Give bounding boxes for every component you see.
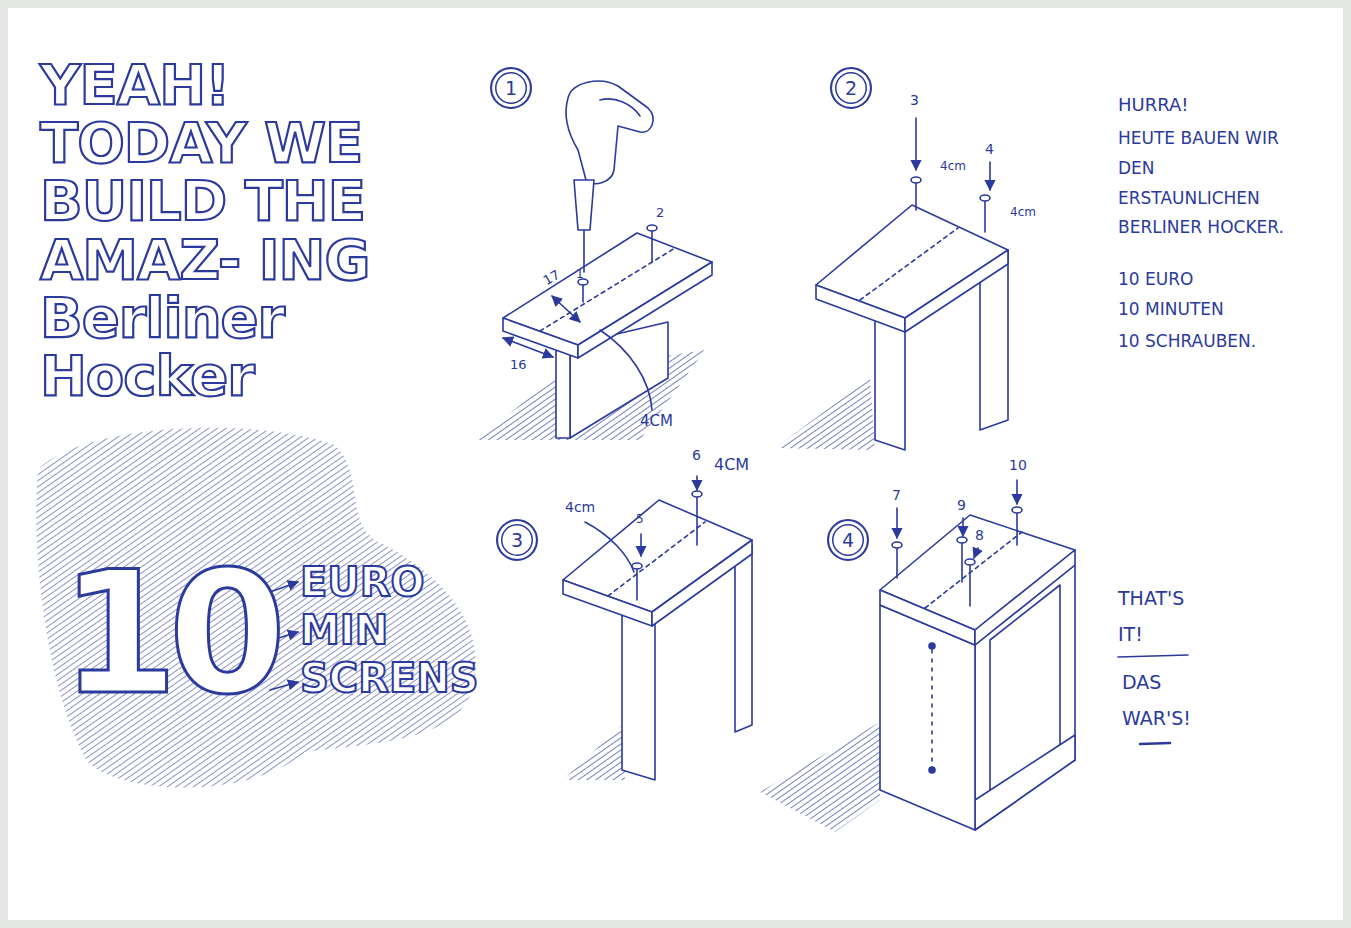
ground-shadow	[775, 378, 875, 450]
callout-number: 4	[985, 142, 994, 157]
leg-board-edge	[556, 345, 570, 438]
drill-bit	[583, 230, 585, 272]
step-number-circle: 1	[490, 67, 532, 109]
seat-edge	[503, 318, 578, 358]
note-heading: HURRA!	[1118, 92, 1338, 117]
pointer-arrow	[962, 518, 964, 536]
step-number-circle: 3	[496, 519, 538, 561]
step-number: 4	[842, 529, 854, 551]
center-line	[925, 532, 1022, 608]
seat-edge	[578, 262, 712, 358]
seat-edge	[880, 590, 975, 645]
callout-number: 9	[957, 498, 966, 513]
pointer-arrow	[696, 476, 698, 490]
screw-head	[911, 177, 921, 183]
pointer-arrow	[896, 508, 898, 538]
dimension: 4cm	[1010, 206, 1036, 219]
pointer-arrow	[1016, 480, 1018, 504]
screw	[915, 180, 917, 210]
screw	[896, 545, 898, 578]
closing-note: DAS WAR'S!	[1122, 664, 1204, 736]
callout-number: 7	[892, 488, 901, 503]
screw	[636, 566, 638, 600]
seat-edge	[652, 540, 752, 626]
callout-number: 10	[1009, 458, 1027, 473]
screw	[969, 562, 971, 606]
screw-head	[1012, 507, 1022, 513]
leader-line	[600, 330, 652, 410]
step-number: 1	[505, 77, 517, 99]
screw-head	[980, 195, 990, 201]
divider-line	[1118, 655, 1188, 657]
seat-edge	[816, 285, 905, 332]
dimension-line	[503, 338, 553, 357]
pointer-arrow	[640, 534, 642, 556]
leg-board	[735, 545, 752, 732]
screw-hole	[929, 643, 935, 649]
dimension: 16	[510, 358, 527, 372]
underline	[1140, 743, 1170, 744]
drill-detail	[600, 99, 640, 116]
callout-number: 6	[692, 448, 701, 463]
callout-number: 8	[975, 528, 984, 543]
note-text: 10 MINUTEN	[1118, 298, 1338, 322]
dimension: 4CM	[640, 413, 673, 430]
leader-line	[585, 522, 634, 572]
pointer-arrow	[974, 548, 978, 558]
ground-shadow	[563, 722, 625, 780]
screw-head	[647, 225, 657, 231]
callout-number: 3	[910, 93, 919, 108]
title-lettering: YEAH! TODAY WE BUILD THE AMAZ- ING Berli…	[40, 56, 402, 405]
step-number: 2	[845, 77, 857, 99]
seat-edge	[905, 250, 1008, 332]
screw-hole	[929, 767, 935, 773]
screw-head	[632, 563, 642, 569]
closing-note: THAT'S IT!	[1118, 580, 1200, 652]
drill-chuck	[574, 180, 594, 230]
hatched-shadow	[36, 428, 476, 788]
leg-board	[622, 602, 655, 780]
dimension-line	[552, 296, 580, 322]
drill-body	[566, 81, 653, 184]
screw-head	[892, 542, 902, 548]
ground-shadow	[760, 722, 880, 832]
center-line	[860, 228, 958, 300]
bottom-board	[975, 735, 1075, 830]
callout-number: 1	[576, 268, 584, 281]
screw-head	[957, 537, 967, 543]
pointer-arrow	[989, 162, 991, 190]
screw	[1016, 510, 1018, 545]
step-number-circle: 2	[830, 67, 872, 109]
screw	[651, 228, 653, 262]
note-text: HEUTE BAUEN WIR DEN ERSTAUNLICHEN BERLIN…	[1118, 124, 1293, 243]
unit-word: SCRENS	[300, 656, 479, 700]
center-line	[931, 650, 933, 770]
note-text: 10 SCHRAUBEN.	[1118, 330, 1338, 354]
step-number: 3	[511, 529, 523, 551]
dimension: 4cm	[565, 500, 595, 515]
big-number: 10	[60, 548, 277, 718]
screw-head	[965, 559, 975, 565]
paper	[8, 8, 1343, 920]
dimension: 4CM	[714, 456, 749, 474]
screw-head	[692, 491, 702, 497]
dimension: 17	[541, 268, 562, 289]
screw	[984, 198, 986, 232]
center-line	[608, 522, 705, 596]
screw	[961, 540, 963, 582]
pointer-arrow	[915, 118, 917, 170]
seat-edge	[975, 550, 1075, 645]
note-text: 10 EURO	[1118, 268, 1338, 292]
screw	[696, 494, 698, 545]
dimension: 4cm	[940, 160, 966, 173]
unit-word: MIN	[300, 608, 388, 652]
unit-word: EURO	[300, 560, 425, 604]
center-line	[540, 248, 675, 331]
step-number-circle: 4	[827, 519, 869, 561]
callout-number: 2	[656, 206, 664, 220]
callout-number: 5	[636, 513, 644, 526]
seat-edge	[563, 580, 652, 626]
